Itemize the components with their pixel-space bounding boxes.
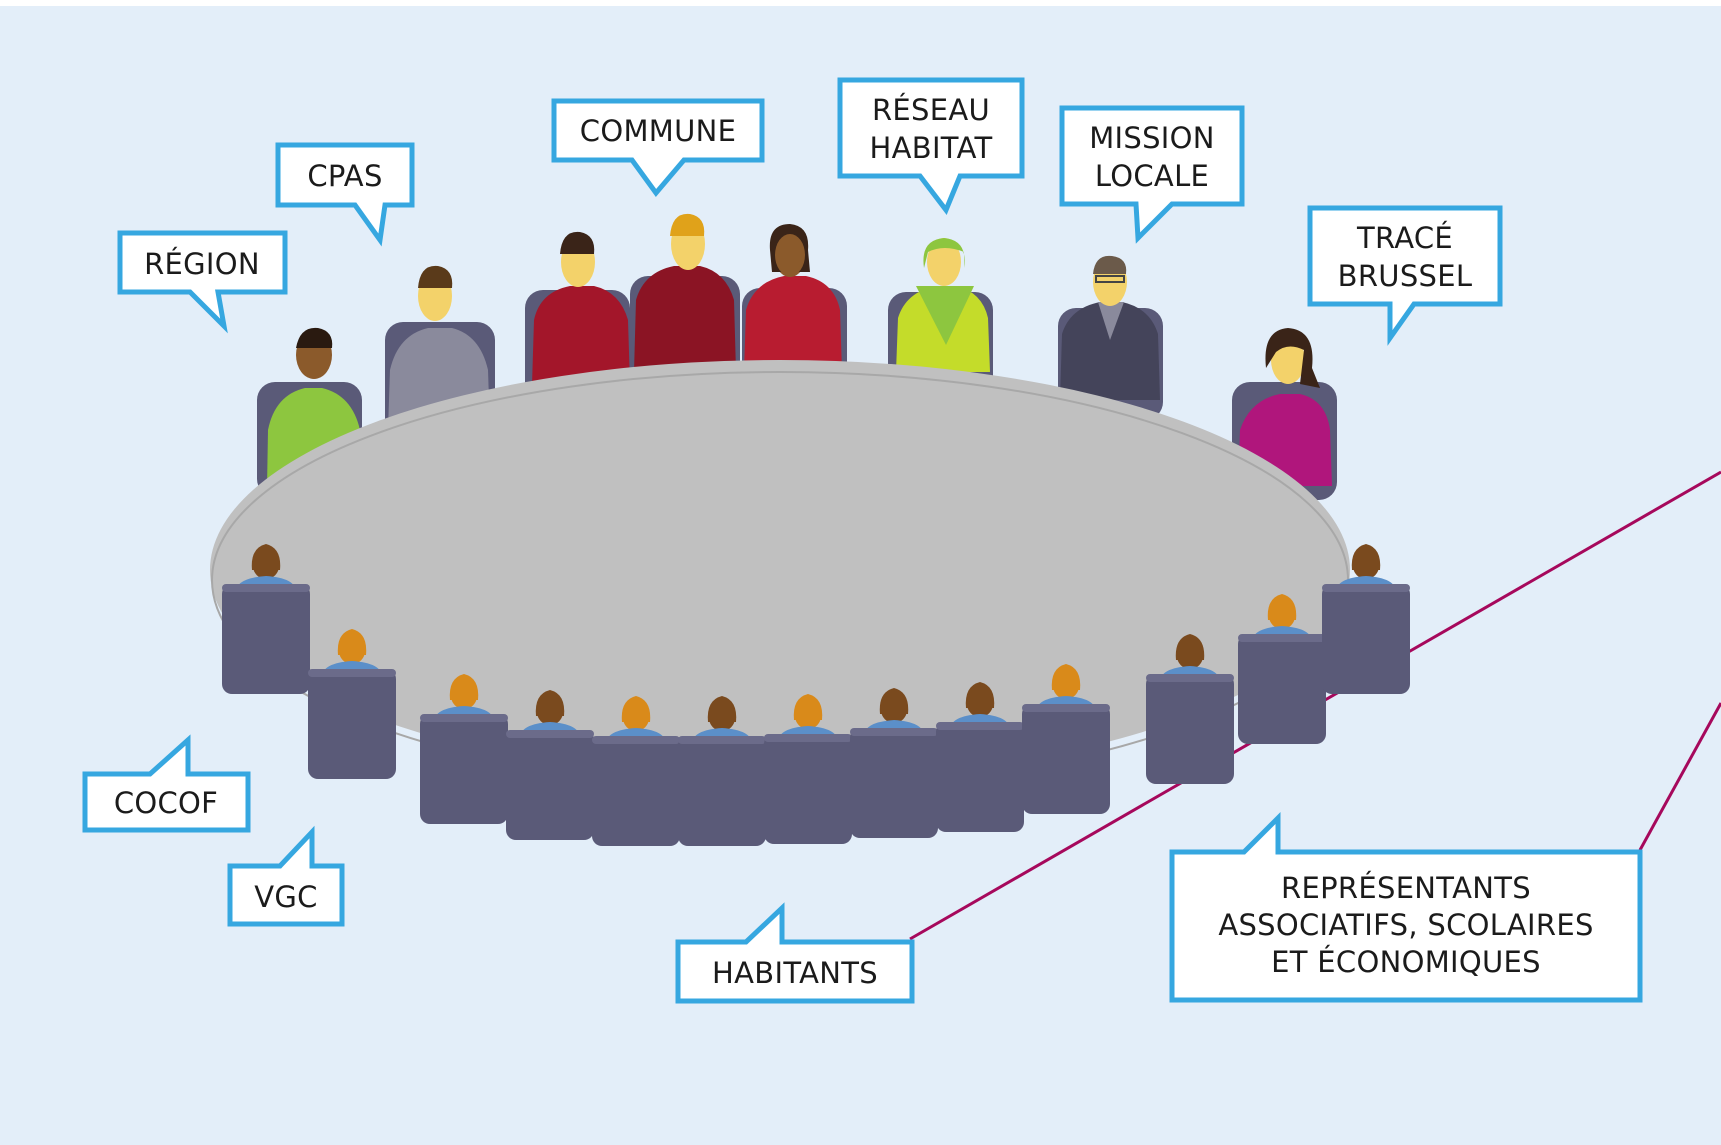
label-trace-brussel-line2: BRUSSEL (1338, 259, 1473, 293)
label-representants-line2: ASSOCIATIFS, SCOLAIRES (1218, 908, 1593, 942)
callout-habitants: HABITANTS (675, 902, 915, 1004)
label-reseau-habitat-line2: HABITAT (870, 131, 993, 165)
callout-reseau-habitat: RÉSEAU HABITAT (837, 77, 1025, 215)
label-region: RÉGION (144, 247, 260, 281)
back-row-people (267, 213, 1332, 488)
callout-representants: REPRÉSENTANTS ASSOCIATIFS, SCOLAIRES ET … (1169, 811, 1643, 1003)
callouts: RÉGION CPAS COMMUNE RÉSEAU HABITAT MISSI… (82, 77, 1643, 1004)
label-trace-brussel-line1: TRACÉ (1356, 221, 1453, 255)
label-reseau-habitat-line1: RÉSEAU (872, 93, 990, 127)
person-commune-2 (634, 213, 736, 372)
label-cocof: COCOF (114, 786, 218, 820)
callout-cocof: COCOF (82, 734, 251, 833)
callout-commune: COMMUNE (551, 98, 765, 198)
callout-region: RÉGION (117, 230, 288, 334)
person-commune-1 (532, 231, 630, 385)
callout-cpas: CPAS (275, 142, 415, 247)
top-edge (0, 0, 1721, 6)
callout-mission-locale: MISSION LOCALE (1059, 105, 1245, 244)
person-mission-locale (1060, 255, 1160, 400)
label-mission-locale-line1: MISSION (1089, 121, 1215, 155)
representants-connector-line (1638, 702, 1721, 851)
label-representants-line1: REPRÉSENTANTS (1281, 871, 1531, 905)
label-habitants: HABITANTS (712, 956, 878, 990)
label-mission-locale-line2: LOCALE (1095, 159, 1209, 193)
label-commune: COMMUNE (580, 114, 736, 148)
label-vgc: VGC (254, 880, 317, 914)
callout-vgc: VGC (227, 825, 345, 927)
person-reseau-habitat (896, 238, 990, 372)
label-cpas: CPAS (307, 159, 382, 193)
label-representants-line3: ET ÉCONOMIQUES (1271, 945, 1541, 979)
person-commune-3 (744, 224, 842, 372)
callout-trace-brussel: TRACÉ BRUSSEL (1307, 205, 1503, 346)
